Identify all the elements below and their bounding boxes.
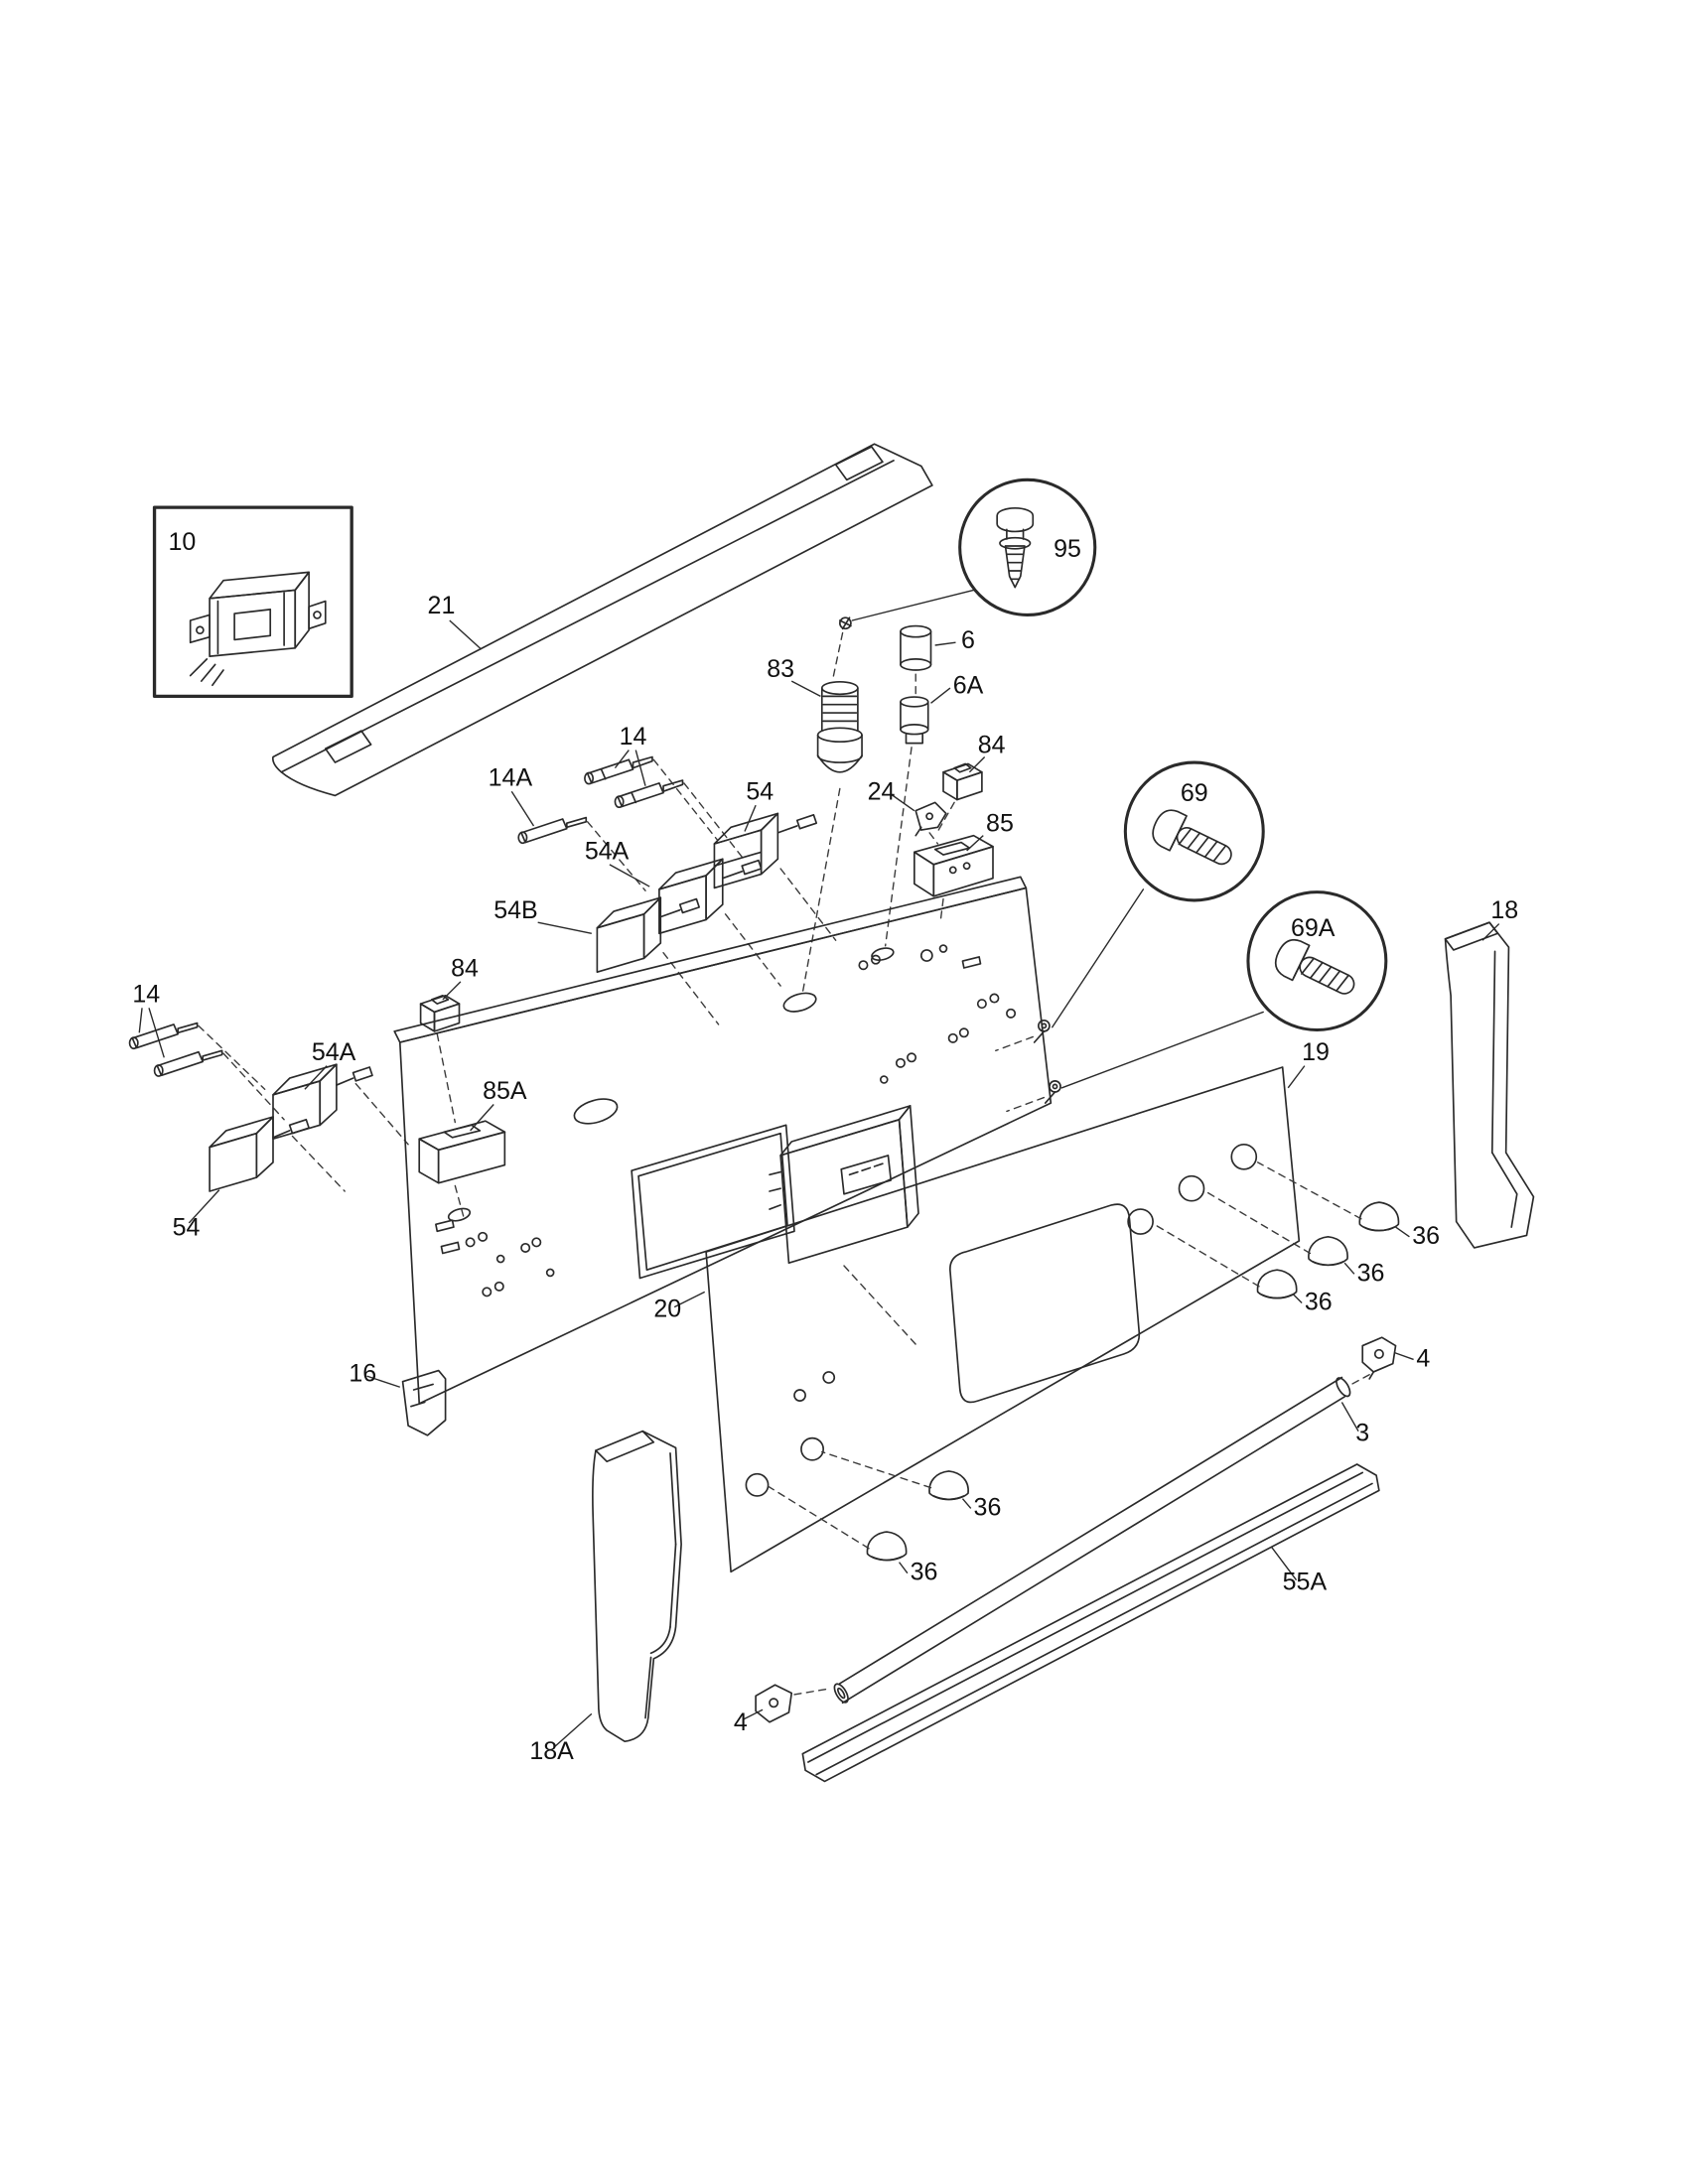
part-label-85: 85 xyxy=(986,809,1014,837)
part-label-54-left: 54 xyxy=(173,1213,201,1241)
part-label-6: 6 xyxy=(961,626,975,654)
part-label-69: 69 xyxy=(1181,779,1208,807)
part-14-probes-top xyxy=(584,755,746,862)
part-54-switch-top xyxy=(713,812,837,941)
part-label-20: 20 xyxy=(653,1295,681,1322)
part-16-bracket xyxy=(401,1369,447,1436)
part-label-84-top: 84 xyxy=(978,731,1006,758)
part-4-clip-right xyxy=(1350,1336,1397,1386)
part-label-69A: 69A xyxy=(1291,914,1336,942)
part-label-14A: 14A xyxy=(489,764,533,792)
part-54A-switch-top xyxy=(658,858,781,987)
part-54B-switch xyxy=(596,896,720,1025)
chassis-mounting-screws xyxy=(995,1019,1061,1113)
part-6A-socket xyxy=(884,696,929,947)
part-label-6A: 6A xyxy=(953,672,984,700)
part-19-control-panel-overlay xyxy=(705,1066,1301,1573)
part-label-85A: 85A xyxy=(483,1077,527,1105)
part-label-19: 19 xyxy=(1302,1038,1330,1066)
part-85A-switch xyxy=(418,1120,506,1217)
part-label-36-4: 36 xyxy=(974,1493,1002,1521)
part-54A-switch-left xyxy=(272,1063,409,1146)
part-label-36-5: 36 xyxy=(911,1559,938,1586)
part-21-backguard-trim xyxy=(271,443,933,797)
part-4-clip-left xyxy=(755,1684,829,1723)
part-6-spacer xyxy=(900,624,932,695)
part-label-14-left: 14 xyxy=(132,981,160,1009)
detail-circle-69A-screw xyxy=(1060,890,1388,1089)
part-label-14-top: 14 xyxy=(620,723,647,751)
detail-circle-69-screw xyxy=(1052,760,1265,1028)
part-85-switch xyxy=(913,834,994,922)
part-label-18: 18 xyxy=(1490,896,1518,924)
part-label-36-1: 36 xyxy=(1412,1222,1440,1250)
part-label-10: 10 xyxy=(168,528,196,556)
part-label-54B: 54B xyxy=(493,896,537,924)
leader-lines xyxy=(138,619,1500,1748)
part-24-bracket xyxy=(914,801,947,845)
part-20-console-chassis xyxy=(393,876,1053,1405)
part-36-knobs xyxy=(767,1161,1400,1562)
part-54-switch-left xyxy=(209,1116,346,1192)
part-label-18A: 18A xyxy=(529,1737,574,1765)
electronic-control-board xyxy=(769,1105,919,1345)
part-label-36-3: 36 xyxy=(1305,1288,1333,1315)
part-14-probes-left xyxy=(128,1022,285,1121)
part-18-end-cap-right xyxy=(1444,921,1535,1249)
part-label-95: 95 xyxy=(1054,535,1081,563)
inset-box-part-10 xyxy=(152,505,353,699)
part-label-54A-left: 54A xyxy=(312,1038,356,1066)
part-55A-trim-strip xyxy=(801,1463,1380,1783)
part-label-83: 83 xyxy=(767,655,794,683)
part-3-tube xyxy=(833,1376,1351,1705)
part-label-54A-top: 54A xyxy=(585,837,630,865)
part-label-3: 3 xyxy=(1355,1419,1369,1446)
part-label-55A: 55A xyxy=(1283,1568,1328,1595)
part-18A-end-cap-left xyxy=(592,1430,682,1742)
part-83-lamp xyxy=(801,680,863,994)
part-label-16: 16 xyxy=(349,1360,376,1388)
part-label-54-top: 54 xyxy=(746,778,774,806)
detail-circle-95-rivet xyxy=(832,478,1097,680)
part-label-4-right: 4 xyxy=(1416,1344,1430,1372)
part-84-switch-top xyxy=(936,762,983,833)
part-labels: 10 21 95 83 6 6A 84 24 85 14 14A 54 54A … xyxy=(132,528,1518,1765)
part-label-36-2: 36 xyxy=(1357,1259,1385,1287)
part-label-24: 24 xyxy=(868,778,896,806)
part-label-21: 21 xyxy=(428,592,456,619)
part-84-switch-left xyxy=(419,994,461,1124)
part-label-4-left: 4 xyxy=(734,1708,748,1736)
part-label-84-left: 84 xyxy=(451,954,479,982)
